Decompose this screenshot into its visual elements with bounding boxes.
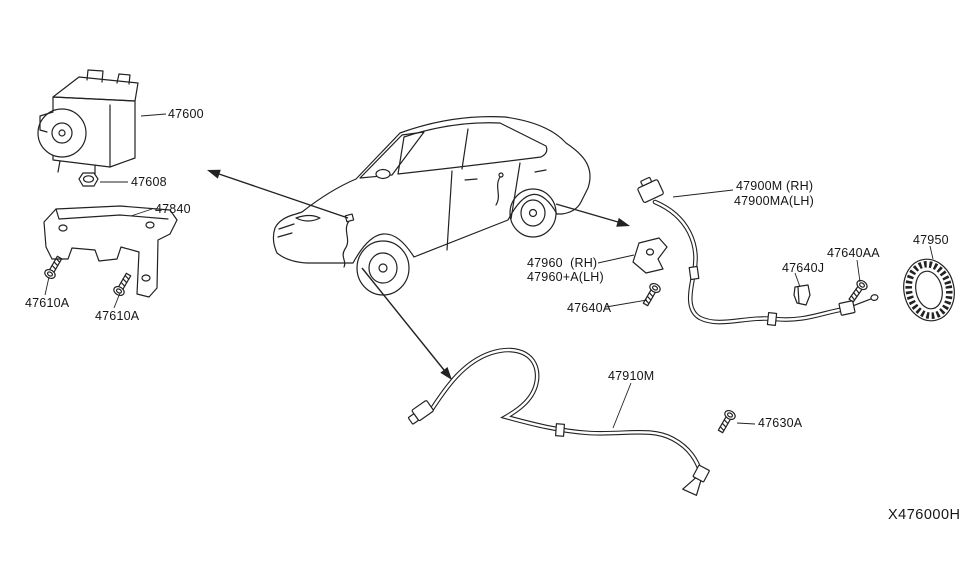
- part-label-47640aa: 47640AA: [827, 246, 880, 260]
- rear-sensor-harness-47900m: [637, 176, 879, 326]
- part-label-47640j: 47640J: [782, 261, 825, 275]
- car-illustration: [272, 116, 591, 296]
- bolt-47630a: [715, 408, 738, 435]
- abs-actuator-47600: [37, 69, 139, 175]
- part-label-47950: 47950: [913, 233, 949, 247]
- part-label-47610a-2: 47610A: [95, 309, 140, 323]
- diagram-id: X476000H: [888, 507, 961, 523]
- bolt-47610a-2: [111, 271, 134, 298]
- part-label-47900m-rh: 47900M (RH): [736, 179, 814, 193]
- arrow-to-abs-actuator: [207, 169, 349, 219]
- part-label-47630a: 47630A: [758, 416, 803, 430]
- part-label-47910m: 47910M: [608, 369, 655, 383]
- arrow-to-rear-sensor: [555, 203, 630, 227]
- part-label-47840: 47840: [155, 202, 191, 216]
- part-label-47608: 47608: [131, 175, 167, 189]
- bracket-47840: [43, 205, 178, 298]
- part-label-47610a-1: 47610A: [25, 296, 70, 310]
- bracket-47960: [632, 237, 668, 274]
- part-label-47900ma-lh: 47900MA(LH): [734, 194, 815, 208]
- part-label-47960a-lh: 47960+A(LH): [527, 270, 604, 284]
- leader-lines: [44, 113, 934, 429]
- bolt-47640a: [640, 281, 663, 308]
- part-label-47960-rh: 47960 (RH): [527, 256, 598, 270]
- front-sensor-harness-47910m: [407, 347, 710, 496]
- sensor-rotor-47950: [903, 258, 955, 322]
- part-label-47600: 47600: [168, 107, 204, 121]
- clip-47640j: [793, 284, 811, 306]
- bolt-47640aa: [845, 277, 870, 305]
- arrow-to-front-sensor: [361, 267, 452, 380]
- part-label-47640a: 47640A: [567, 301, 612, 315]
- grommet-47608: [78, 172, 99, 187]
